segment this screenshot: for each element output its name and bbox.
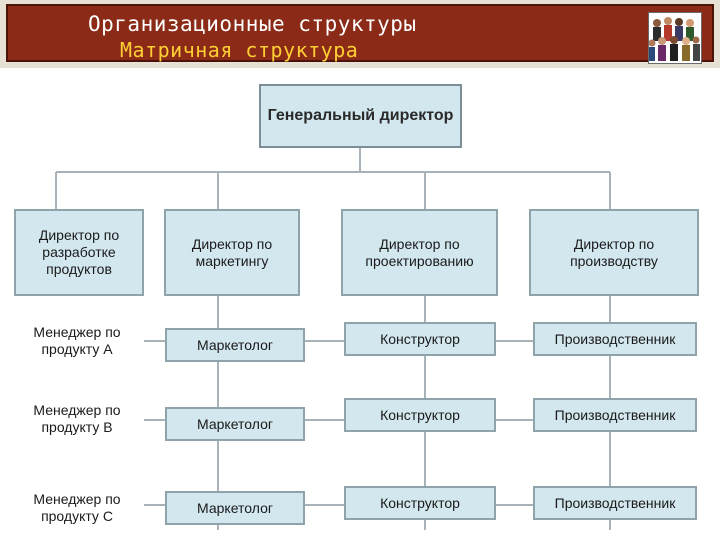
marketer-label: Маркетолог	[197, 499, 273, 516]
product-manager-a: Менеджер по продукту A	[33, 324, 121, 357]
slide-header: Организационные структуры Матричная стру…	[0, 0, 720, 68]
director-label: Директор по разработке продуктов	[38, 227, 120, 277]
production-worker-label: Производственник	[554, 494, 676, 511]
director-box-design: Директор по проектированию	[341, 209, 498, 296]
director-box-product-development: Директор по разработке продуктов	[14, 209, 144, 296]
production-worker-label: Производственник	[554, 330, 676, 347]
marketer-label: Маркетолог	[197, 415, 273, 432]
general-director-label: Генеральный директор	[267, 107, 454, 124]
designer-label: Конструктор	[380, 494, 460, 511]
designer-cell: Конструктор	[344, 322, 496, 356]
people-crowd-icon	[648, 12, 702, 64]
general-director-box: Генеральный директор	[259, 84, 462, 148]
production-worker-label: Производственник	[554, 406, 676, 423]
production-worker-cell: Производственник	[533, 322, 697, 356]
marketer-cell: Маркетолог	[165, 328, 305, 362]
product-manager-b: Менеджер по продукту B	[33, 402, 121, 435]
marketer-label: Маркетолог	[197, 336, 273, 353]
director-box-marketing: Директор по маркетингу	[164, 209, 300, 296]
designer-label: Конструктор	[380, 330, 460, 347]
product-manager-c: Менеджер по продукту C	[33, 491, 121, 524]
production-worker-cell: Производственник	[533, 486, 697, 520]
slide-subtitle: Матричная структура	[120, 38, 359, 62]
designer-label: Конструктор	[380, 406, 460, 423]
header-bar: Организационные структуры Матричная стру…	[6, 4, 714, 64]
director-box-production: Директор по производству	[529, 209, 699, 296]
slide-title: Организационные структуры	[88, 12, 417, 36]
director-label: Директор по маркетингу	[191, 235, 273, 269]
director-label: Директор по производству	[570, 235, 658, 269]
director-label: Директор по проектированию	[365, 235, 474, 269]
designer-cell: Конструктор	[344, 398, 496, 432]
marketer-cell: Маркетолог	[165, 407, 305, 441]
marketer-cell: Маркетолог	[165, 491, 305, 525]
designer-cell: Конструктор	[344, 486, 496, 520]
production-worker-cell: Производственник	[533, 398, 697, 432]
